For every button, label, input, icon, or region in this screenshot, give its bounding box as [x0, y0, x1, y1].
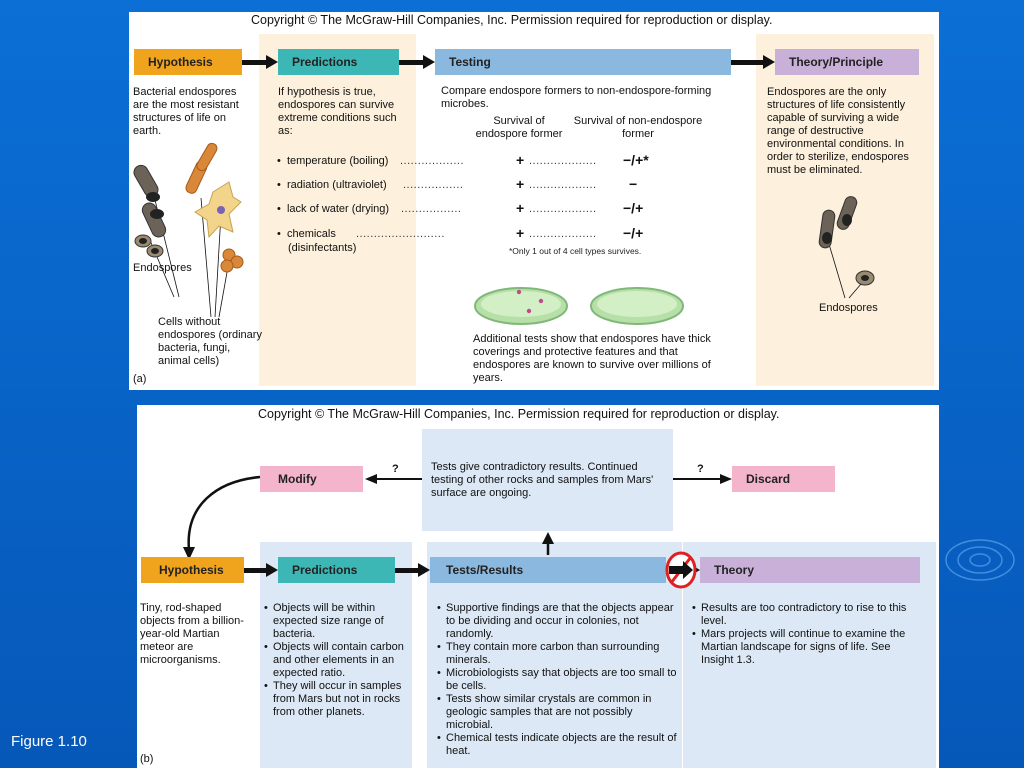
contradictory-box — [422, 429, 673, 531]
arrow-hypothesis-predictions — [242, 55, 278, 69]
condition-row: • temperature (boiling) — [277, 155, 389, 167]
tests-list: Supportive findings are that the objects… — [437, 602, 677, 758]
leader-dots: ................. — [403, 179, 464, 191]
modify-box: Modify — [260, 466, 363, 492]
prediction-item: They will occur in samples from Mars but… — [264, 680, 409, 719]
panel-b: Copyright © The McGraw-Hill Companies, I… — [137, 405, 939, 768]
testing-header: Testing — [435, 49, 731, 75]
prediction-item: Objects will be within expected size ran… — [264, 602, 409, 641]
endospores-label-right: Endospores — [819, 302, 878, 314]
leader-dots: .................. — [400, 155, 465, 167]
theory-item: Mars projects will continue to examine t… — [692, 628, 924, 667]
leader-dots: ......................... — [356, 228, 445, 240]
leader-dots: ................... — [529, 179, 597, 191]
survival-non-former-heading: Survival of non-endospore former — [573, 115, 703, 140]
leader-dots: ................... — [529, 228, 597, 240]
hypothesis-header: Hypothesis — [141, 557, 244, 583]
predictions-intro: If hypothesis is true, endospores can su… — [278, 86, 397, 137]
condition-label: radiation (ultraviolet) — [286, 179, 387, 191]
theory-text: Endospores are the only structures of li… — [767, 86, 909, 176]
bacteria-cell-illustrations — [133, 142, 244, 318]
condition-label-second-line: (disinfectants) — [288, 242, 357, 254]
additional-tests-text: Additional tests show that endospores ha… — [473, 333, 711, 384]
panel-a: Copyright © The McGraw-Hill Companies, I… — [129, 12, 939, 390]
question-mark-left: ? — [392, 463, 399, 475]
test-item: Microbiologists say that objects are too… — [437, 667, 677, 693]
hypothesis-header: Hypothesis — [134, 49, 242, 75]
former-sign: + — [516, 225, 525, 241]
former-sign: + — [516, 152, 525, 168]
test-item: Tests show similar crystals are common i… — [437, 693, 677, 732]
prediction-item: Objects will contain carbon and other el… — [264, 641, 409, 680]
arrow-testing-theory — [731, 55, 775, 69]
leader-dots: ................... — [529, 203, 597, 215]
petri-dish-illustrations — [474, 287, 684, 325]
predictions-list: Objects will be within expected size ran… — [264, 602, 409, 719]
former-sign: + — [516, 176, 525, 192]
condition-label: lack of water (drying) — [286, 203, 390, 215]
predictions-header: Predictions — [278, 557, 395, 583]
non-former-sign: −/+ — [623, 225, 644, 241]
panel-tag-a: (a) — [133, 373, 147, 385]
theory-header: Theory/Principle — [775, 49, 919, 75]
former-sign: + — [516, 200, 525, 216]
discard-box: Discard — [732, 466, 835, 492]
arrow-predictions-testing — [399, 55, 435, 69]
contradictory-text: Tests give contradictory results. Contin… — [431, 461, 654, 499]
copyright-notice: Copyright © The McGraw-Hill Companies, I… — [258, 407, 780, 421]
footnote: *Only 1 out of 4 cell types survives. — [509, 246, 642, 256]
endospores-label-left: Endospores — [133, 262, 192, 274]
condition-row: • chemicals — [277, 228, 336, 240]
non-former-sign: − — [629, 176, 638, 192]
hypothesis-text: Tiny, rod-shaped objects from a billion-… — [140, 602, 244, 666]
condition-label: temperature (boiling) — [286, 155, 389, 167]
test-item: Chemical tests indicate objects are the … — [437, 732, 677, 758]
arrow-hypothesis-predictions — [244, 563, 278, 577]
figure-caption: Figure 1.10 — [11, 733, 87, 750]
condition-row: • lack of water (drying) — [277, 203, 390, 215]
test-item: They contain more carbon than surroundin… — [437, 641, 677, 667]
question-mark-right: ? — [697, 463, 704, 475]
cells-without-endospores-label: Cells without endospores (ordinary bacte… — [158, 316, 262, 367]
non-former-sign: −/+* — [623, 152, 649, 168]
tests-results-header: Tests/Results — [430, 557, 666, 583]
condition-label: chemicals — [286, 228, 336, 240]
copyright-notice: Copyright © The McGraw-Hill Companies, I… — [251, 13, 773, 27]
leader-dots: ................... — [529, 155, 597, 167]
flow-arrows — [183, 474, 732, 560]
non-former-sign: −/+ — [623, 200, 644, 216]
leader-dots: ................. — [401, 203, 462, 215]
prohibited-icon — [665, 551, 697, 589]
theory-item: Results are too contradictory to rise to… — [692, 602, 924, 628]
panel-tag-b: (b) — [140, 753, 154, 765]
endospore-illustration-right — [818, 196, 875, 299]
condition-row: • radiation (ultraviolet) — [277, 179, 387, 191]
decorative-ripple-graphic — [945, 539, 1015, 581]
hypothesis-text: Bacterial endospores are the most resist… — [133, 86, 239, 137]
survival-former-heading: Survival of endospore former — [475, 115, 563, 140]
predictions-column — [259, 34, 416, 386]
arrow-predictions-tests — [395, 563, 430, 577]
testing-text: Compare endospore formers to non-endospo… — [441, 85, 712, 110]
predictions-header: Predictions — [278, 49, 399, 75]
theory-list: Results are too contradictory to rise to… — [692, 602, 924, 667]
theory-header: Theory — [700, 557, 920, 583]
test-item: Supportive findings are that the objects… — [437, 602, 677, 641]
